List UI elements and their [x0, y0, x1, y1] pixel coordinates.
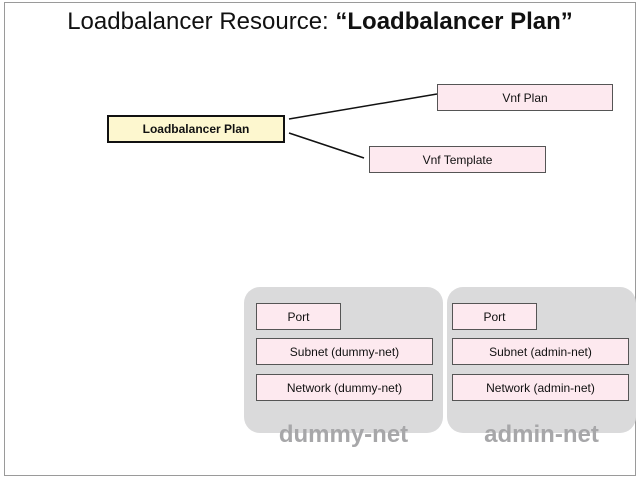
dummy-net-subnet-node: Subnet (dummy-net): [256, 338, 433, 365]
admin-net-subnet-node: Subnet (admin-net): [452, 338, 629, 365]
page-title: Loadbalancer Resource: “Loadbalancer Pla…: [0, 8, 640, 36]
title-name: “Loadbalancer Plan”: [335, 8, 573, 35]
loadbalancer-plan-node: Loadbalancer Plan: [107, 115, 285, 143]
admin-net-group-label: admin-net: [484, 421, 599, 448]
connector-plan-to-vnf-plan: [288, 93, 438, 120]
vnf-template-node: Vnf Template: [369, 146, 546, 173]
dummy-net-group-label: dummy-net: [278, 421, 409, 448]
title-prefix: Loadbalancer Resource:: [67, 8, 336, 35]
dummy-net-network-node: Network (dummy-net): [256, 374, 433, 401]
admin-net-port-node: Port: [452, 303, 537, 330]
dummy-net-port-node: Port: [256, 303, 341, 330]
admin-net-network-node: Network (admin-net): [452, 374, 629, 401]
connector-plan-to-vnf-template: [288, 132, 365, 159]
vnf-plan-node: Vnf Plan: [437, 84, 613, 111]
